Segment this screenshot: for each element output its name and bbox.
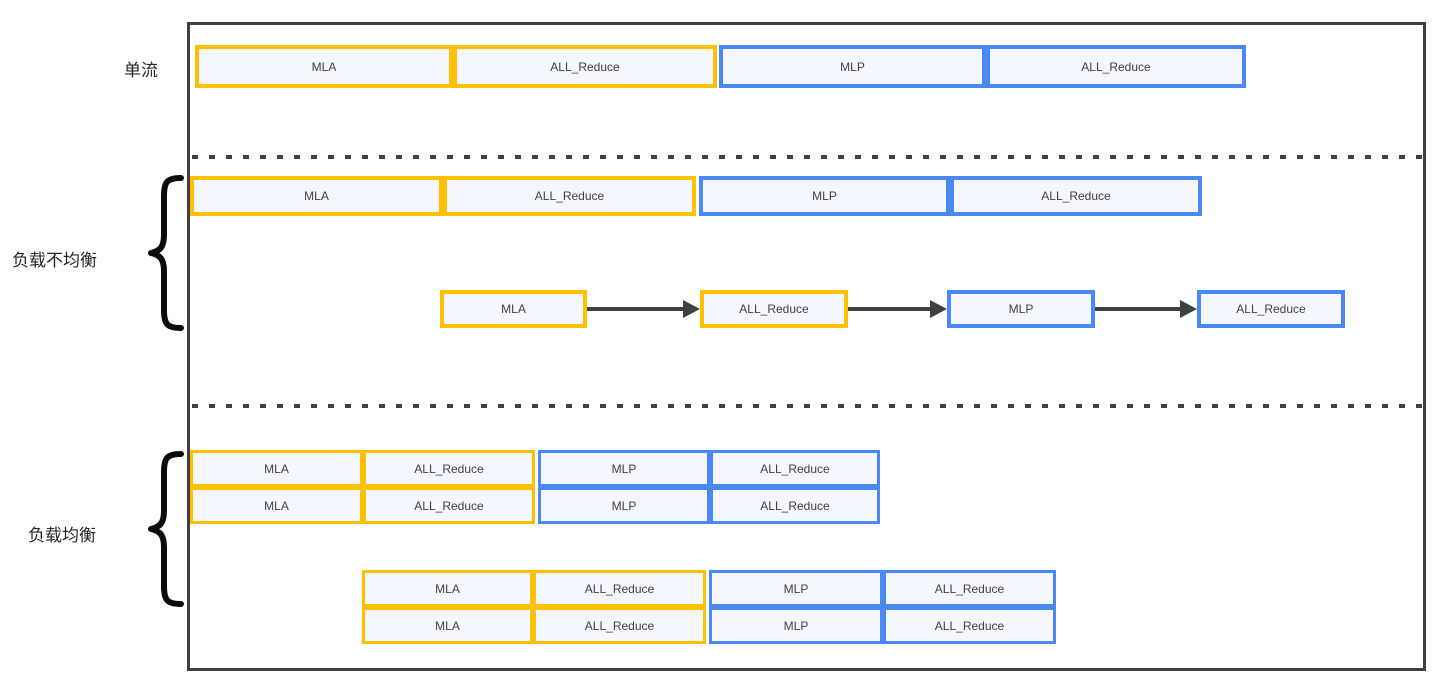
arrow-head: [930, 300, 947, 318]
box-mla: MLA: [190, 487, 363, 524]
brace-icon: [148, 175, 184, 331]
box-mlp: MLP: [538, 450, 710, 487]
box-all-reduce: ALL_Reduce: [363, 450, 535, 487]
arrow-shaft: [1095, 307, 1180, 311]
box-mlp: MLP: [538, 487, 710, 524]
box-all-reduce: ALL_Reduce: [950, 176, 1202, 216]
box-mla: MLA: [362, 570, 533, 607]
box-mla: MLA: [190, 450, 363, 487]
dotted-separator: [192, 155, 1422, 159]
box-all-reduce: ALL_Reduce: [443, 176, 696, 216]
arrow-shaft: [587, 307, 683, 311]
box-mlp: MLP: [709, 570, 883, 607]
box-mla: MLA: [362, 607, 533, 644]
box-mlp: MLP: [719, 45, 986, 88]
box-mla: MLA: [440, 290, 587, 328]
arrow-right-icon: [848, 300, 947, 318]
label-load-imbalanced: 负载不均衡: [12, 251, 97, 270]
arrow-head: [1180, 300, 1197, 318]
box-all-reduce: ALL_Reduce: [1197, 290, 1345, 328]
box-all-reduce: ALL_Reduce: [710, 450, 880, 487]
arrow-head: [683, 300, 700, 318]
label-load-balanced: 负载均衡: [28, 526, 96, 545]
arrow-right-icon: [1095, 300, 1197, 318]
box-mlp: MLP: [947, 290, 1095, 328]
box-all-reduce: ALL_Reduce: [883, 570, 1056, 607]
label-single-stream: 单流: [124, 61, 158, 80]
box-all-reduce: ALL_Reduce: [453, 45, 717, 88]
arrow-right-icon: [587, 300, 700, 318]
dotted-separator: [192, 404, 1422, 408]
box-mla: MLA: [190, 176, 443, 216]
box-all-reduce: ALL_Reduce: [363, 487, 535, 524]
box-all-reduce: ALL_Reduce: [883, 607, 1056, 644]
box-all-reduce: ALL_Reduce: [533, 607, 706, 644]
outer-frame: [187, 22, 1426, 671]
brace-icon: [148, 451, 184, 607]
box-mlp: MLP: [699, 176, 950, 216]
arrow-shaft: [848, 307, 930, 311]
box-all-reduce: ALL_Reduce: [700, 290, 848, 328]
box-mlp: MLP: [709, 607, 883, 644]
box-mla: MLA: [195, 45, 453, 88]
box-all-reduce: ALL_Reduce: [710, 487, 880, 524]
box-all-reduce: ALL_Reduce: [986, 45, 1246, 88]
box-all-reduce: ALL_Reduce: [533, 570, 706, 607]
